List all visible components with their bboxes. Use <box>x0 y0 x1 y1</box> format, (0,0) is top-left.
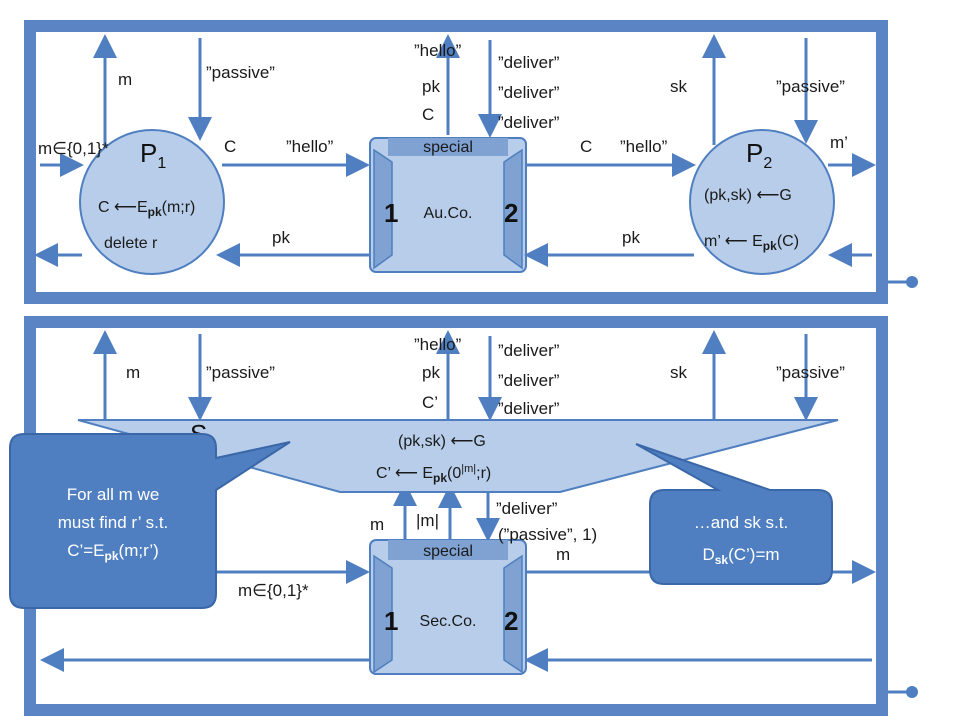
p1-node <box>79 129 225 275</box>
simulator-line1: (pk,sk) ⟵G <box>398 433 486 450</box>
p1-line2: delete r <box>104 235 158 252</box>
simulator-node <box>77 419 839 493</box>
top-panel: m ”passive” m∈{0,1}* C ”hello” pk ”hello… <box>24 20 918 304</box>
p2-node <box>689 129 835 275</box>
auco-name: Au.Co. <box>424 205 473 222</box>
p2-title: P2 <box>746 138 772 172</box>
label-pk-top: pk <box>422 77 440 96</box>
label-deliver-2-bottom: ”deliver” <box>498 371 560 390</box>
p2-line1: (pk,sk) ⟵G <box>704 187 792 204</box>
label-m-bottom: m <box>126 363 140 382</box>
label-m-mid: m <box>370 515 384 534</box>
label-hello-right: ”hello” <box>620 137 668 156</box>
label-pk-left: pk <box>272 228 290 247</box>
label-deliver-2: ”deliver” <box>498 83 560 102</box>
label-m-right: m <box>556 545 570 564</box>
bottom-panel: S (pk,sk) ⟵G C’ ⟵ Epk(0|m|;r) special Se… <box>9 316 918 716</box>
label-deliver-1: ”deliver” <box>498 53 560 72</box>
callout-left-line1: For all m we <box>67 485 160 504</box>
label-deliver-3: ”deliver” <box>498 113 560 132</box>
simulator-line2: C’ ⟵ Epk(0|m|;r) <box>376 463 491 485</box>
auco-port1-label: 1 <box>384 198 398 228</box>
label-sk-bottom: sk <box>670 363 688 382</box>
label-len-m: |m| <box>416 511 439 530</box>
label-passive-right-bottom: ”passive” <box>776 363 845 382</box>
auco-header <box>388 138 508 156</box>
label-deliver-1-bottom: ”deliver” <box>498 341 560 360</box>
auco-header-label: special <box>423 139 473 156</box>
auco-port2-tab <box>503 148 523 270</box>
callout-left <box>9 433 291 609</box>
label-m-in: m∈{0,1}* <box>38 139 109 158</box>
label-c-top-bottom: C’ <box>422 393 438 412</box>
p1-line1: C ⟵Epk(m;r) <box>98 199 195 219</box>
label-hello-left: ”hello” <box>286 137 334 156</box>
p1-title: P1 <box>140 138 166 172</box>
label-passive-left-bottom: ”passive” <box>206 363 275 382</box>
callout-right-line1: …and sk s.t. <box>694 513 788 532</box>
label-pk-right: pk <box>622 228 640 247</box>
label-deliver-bottom: ”deliver” <box>496 499 558 518</box>
label-passive-left: ”passive” <box>206 63 275 82</box>
secco-name: Sec.Co. <box>420 613 477 630</box>
label-deliver-3-bottom: ”deliver” <box>498 399 560 418</box>
label-m-prime: m’ <box>830 133 848 152</box>
label-c-right: C <box>580 137 592 156</box>
secco-port2-tab <box>503 554 523 674</box>
callout-left-line2: must find r’ s.t. <box>58 513 169 532</box>
label-hello-top-bottom: ”hello” <box>414 335 462 354</box>
label-passive-tuple: (”passive”, 1) <box>498 525 597 544</box>
secco-port2-label: 2 <box>504 606 518 636</box>
label-m: m <box>118 70 132 89</box>
top-panel-dot <box>906 276 918 288</box>
auco-port2-label: 2 <box>504 198 518 228</box>
label-hello-top: ”hello” <box>414 41 462 60</box>
secco-port1-tab <box>373 554 393 674</box>
label-m-in-bottom: m∈{0,1}* <box>238 581 309 600</box>
label-sk: sk <box>670 77 688 96</box>
secco-header <box>388 540 508 560</box>
bottom-panel-dot <box>906 686 918 698</box>
label-c-top: C <box>422 105 434 124</box>
auco-port1-tab <box>373 148 393 270</box>
label-pk-top-bottom: pk <box>422 363 440 382</box>
secco-port1-label: 1 <box>384 606 398 636</box>
label-c-left: C <box>224 137 236 156</box>
callout-left-line3: C’=Epk(m;r’) <box>67 541 159 563</box>
callout-right <box>635 443 833 585</box>
secco-header-label: special <box>423 543 473 560</box>
p2-line2: m’ ⟵ Epk(C) <box>704 233 799 253</box>
callout-right-line2: Dsk(C’)=m <box>702 545 779 567</box>
label-passive-right: ”passive” <box>776 77 845 96</box>
